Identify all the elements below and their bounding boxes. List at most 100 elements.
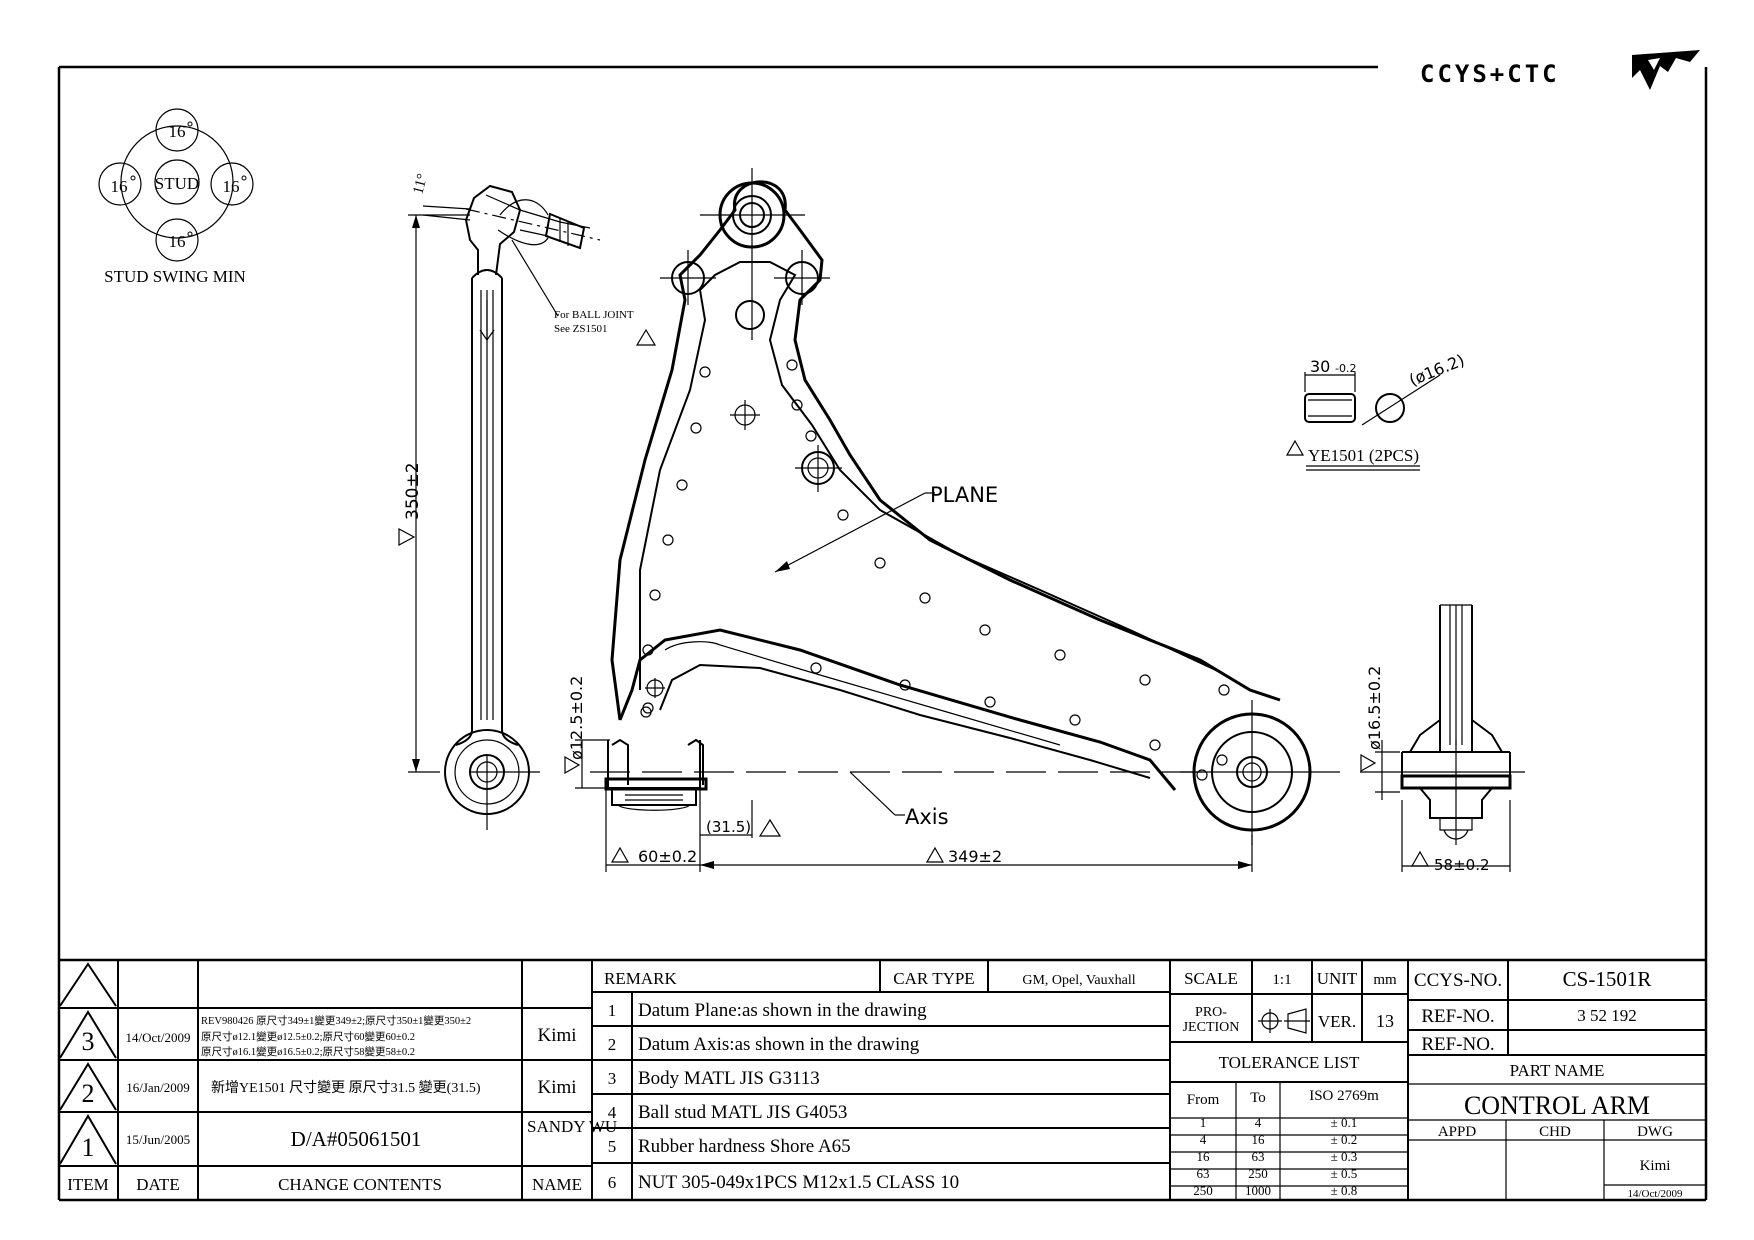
ver-label: VER. (1318, 1012, 1356, 1031)
remark-no-1: 1 (608, 1001, 617, 1020)
company-logo: CCYS+CTC (1420, 50, 1700, 90)
ye-part-label: YE1501 (2PCS) (1308, 446, 1419, 465)
tolerance-to-2: 16 (1252, 1132, 1266, 1147)
remark-no-2: 2 (608, 1035, 617, 1054)
ye1501-detail: 30 -0.2 (ø16.2) YE1501 (2PCS) (1285, 350, 1467, 471)
delta-marker-icon (398, 528, 416, 546)
stud-center-label: STUD (155, 174, 199, 193)
ye-length-dimension: 30 (1310, 357, 1330, 376)
unit-value: mm (1373, 972, 1397, 988)
remark-no-3: 3 (608, 1069, 617, 1088)
part-name-value: CONTROL ARM (1464, 1091, 1650, 1120)
tol-header-from: From (1187, 1092, 1220, 1108)
remark-header: REMARK (604, 969, 677, 988)
car-type-label: CAR TYPE (893, 969, 974, 988)
rev-item-3: 3 (82, 1027, 95, 1056)
tolerance-tol-3: ± 0.3 (1331, 1149, 1358, 1164)
tolerance-to-4: 250 (1248, 1166, 1268, 1181)
tol-header-to: To (1250, 1090, 1266, 1106)
remark-text-1: Datum Plane:as shown in the drawing (638, 1000, 927, 1021)
remark-text-3: Body MATL JIS G3113 (638, 1068, 820, 1089)
remark-no-6: 6 (608, 1173, 617, 1192)
tolerance-from-3: 16 (1197, 1149, 1211, 1164)
tol-header-std: ISO 2769m (1309, 1088, 1379, 1104)
rev-3-line-2: 原尺寸ø12.1變更ø12.5±0.2;原尺寸60變更60±0.2 (201, 1030, 415, 1043)
delta-marker-icon (1360, 753, 1377, 773)
end-bushing-dia-dimension: ø16.5±0.2 (1365, 666, 1384, 750)
stud-angle-right: 16 (223, 177, 240, 196)
stud-angle-top: 16 (169, 122, 186, 141)
delta-marker-icon (610, 846, 630, 863)
side-length-dimension: 350±2 (403, 462, 423, 520)
stud-swing-diagram: STUD 16 16 16 16 STUD SWING MIN (98, 108, 254, 286)
projection-symbol-icon (1258, 1008, 1310, 1034)
tolerance-tol-2: ± 0.2 (1331, 1132, 1358, 1147)
rev-item-1: 1 (82, 1133, 95, 1162)
side-angle-label: 11° (410, 172, 431, 196)
delta-marker-icon (925, 846, 945, 863)
rev-name-2: Kimi (537, 1077, 576, 1098)
ye-length-tolerance: -0.2 (1335, 362, 1356, 375)
rev-2-line-1: 新增YE1501 尺寸變更 原尺寸31.5 變更(31.5) (211, 1080, 481, 1096)
plane-label: PLANE (930, 483, 998, 507)
tolerance-tol-4: ± 0.5 (1331, 1166, 1358, 1181)
ccys-no-label: CCYS-NO. (1414, 970, 1502, 991)
rev-header-contents: CHANGE CONTENTS (278, 1175, 442, 1194)
ball-joint-note-2: See ZS1501 (554, 323, 607, 335)
tolerance-to-3: 63 (1252, 1149, 1265, 1164)
tolerance-title: TOLERANCE LIST (1219, 1053, 1360, 1072)
delta-marker-icon (564, 755, 581, 775)
appd-label: APPD (1438, 1124, 1477, 1140)
remark-no-4: 4 (608, 1103, 617, 1122)
rev-item-2: 2 (82, 1079, 95, 1108)
scale-label: SCALE (1184, 969, 1238, 988)
ref-no-label-2: REF-NO. (1421, 1034, 1494, 1055)
tolerance-to-5: 1000 (1245, 1183, 1271, 1198)
rev-header-item: ITEM (67, 1175, 109, 1194)
delta-marker-icon (635, 328, 657, 346)
stud-angle-left: 16 (111, 177, 128, 196)
projection-label: PRO-JECTION (1183, 1005, 1240, 1035)
span-dimension: 349±2 (948, 847, 1002, 866)
delta-marker-icon (1410, 850, 1430, 867)
flange-holes (640, 359, 1230, 781)
ref-no-label: REF-NO. (1421, 1006, 1494, 1027)
remark-text-5: Rubber hardness Shore A65 (638, 1136, 851, 1157)
rev-date-2: 16/Jan/2009 (126, 1080, 190, 1095)
remark-text-6: NUT 305-049x1PCS M12x1.5 CLASS 10 (638, 1172, 959, 1193)
ccys-no-value: CS-1501R (1563, 967, 1652, 991)
dwg-date: 14/Oct/2009 (1628, 1188, 1683, 1200)
chd-label: CHD (1539, 1124, 1571, 1140)
rev-1-line-1: D/A#05061501 (291, 1127, 422, 1151)
revision-table: 3 2 1 14/Oct/2009 16/Jan/2009 15/Jun/200… (67, 1014, 617, 1194)
ball-joint-note-1: For BALL JOINT (554, 309, 634, 321)
title-block-grid (59, 958, 1706, 1200)
dwg-name: Kimi (1640, 1158, 1671, 1174)
remarks-table: REMARK CAR TYPE GM, Opel, Vauxhall 1 Dat… (604, 969, 1136, 1193)
remark-text-4: Ball stud MATL JIS G4053 (638, 1102, 847, 1123)
unit-label: UNIT (1317, 969, 1358, 988)
ver-value: 13 (1376, 1011, 1394, 1031)
side-view: 11° 350±2 For BALL JOINT See ZS1501 (398, 172, 657, 830)
tolerance-from-4: 63 (1197, 1166, 1210, 1181)
front-bushing-dia-dimension: ø12.5±0.2 (567, 676, 586, 760)
tolerance-from-1: 1 (1200, 1115, 1207, 1130)
tolerance-tol-5: ± 0.8 (1331, 1183, 1358, 1198)
scale-value: 1:1 (1272, 972, 1291, 988)
rev-3-line-1: REV980426 原尺寸349±1變更349±2;原尺寸350±1變更350±… (201, 1014, 471, 1027)
rev-name-1: SANDY WU (527, 1117, 617, 1136)
logo-text: CCYS+CTC (1420, 60, 1560, 88)
tolerance-to-1: 4 (1255, 1115, 1262, 1130)
title-block: CCYS-NO. CS-1501R REF-NO. 3 52 192 REF-N… (1414, 967, 1683, 1200)
ref-no-value: 3 52 192 (1577, 1006, 1637, 1025)
tolerance-from-2: 4 (1200, 1132, 1207, 1147)
remark-text-2: Datum Axis:as shown in the drawing (638, 1034, 920, 1055)
front-width-dimension: 60±0.2 (638, 847, 697, 866)
drawing-frame (57, 65, 1708, 1202)
control-arm-main-view: PLANE Axis ø12.5±0.2 (31.5) 60±0.2 349±2 (564, 168, 1340, 872)
end-width-dimension: 58±0.2 (1434, 856, 1490, 874)
ye-diameter-dimension: (ø16.2) (1406, 350, 1467, 389)
end-view: ø16.5±0.2 58±0.2 (1360, 604, 1525, 874)
part-name-label: PART NAME (1510, 1061, 1605, 1080)
